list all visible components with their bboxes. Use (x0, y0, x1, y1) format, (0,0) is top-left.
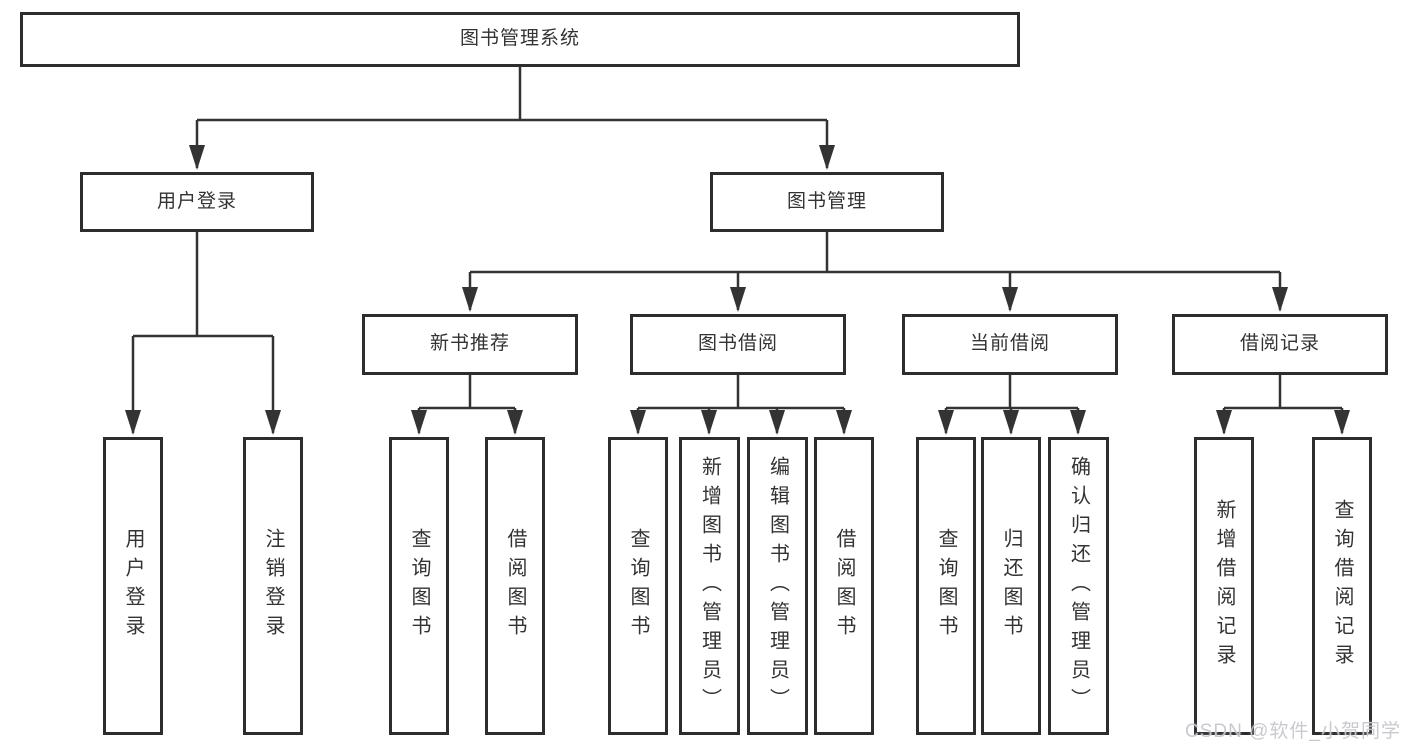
leaf-query-books-recommend: 查询图书 (389, 437, 449, 735)
leaf-user-login: 用户登录 (103, 437, 163, 735)
leaf-add-books-admin: 新增图书（管理员） (679, 437, 740, 735)
connector-current-borrow-branch (938, 375, 1086, 435)
leaf-confirm-return-admin: 确认归还（管理员） (1048, 437, 1109, 735)
leaf-query-books-current: 查询图书 (916, 437, 976, 735)
node-book-management: 图书管理 (710, 172, 944, 232)
leaf-return-books: 归还图书 (981, 437, 1041, 735)
leaf-query-books-borrow: 查询图书 (608, 437, 668, 735)
connector-root-to-level2 (189, 67, 835, 170)
node-borrow-record: 借阅记录 (1172, 314, 1388, 375)
node-current-borrow: 当前借阅 (902, 314, 1118, 375)
node-book-borrow: 图书借阅 (630, 314, 846, 375)
leaf-borrow-books-recommend: 借阅图书 (485, 437, 545, 735)
leaf-logout: 注销登录 (243, 437, 303, 735)
leaf-edit-books-admin: 编辑图书（管理员） (747, 437, 808, 735)
connector-new-book-branch (411, 375, 523, 435)
connector-user-login-branch (125, 232, 281, 435)
csdn-watermark: CSDN @软件_小贺同学 (1185, 721, 1401, 742)
leaf-add-borrow-record: 新增借阅记录 (1194, 437, 1254, 735)
node-new-book-recommend: 新书推荐 (362, 314, 578, 375)
node-user-login: 用户登录 (80, 172, 314, 232)
leaf-borrow-books: 借阅图书 (814, 437, 874, 735)
leaf-query-borrow-record: 查询借阅记录 (1312, 437, 1372, 735)
connector-book-borrow-branch (630, 375, 852, 435)
connector-borrow-record-branch (1216, 375, 1350, 435)
connector-book-management-branch (462, 232, 1288, 312)
node-root-library-system: 图书管理系统 (20, 12, 1020, 67)
